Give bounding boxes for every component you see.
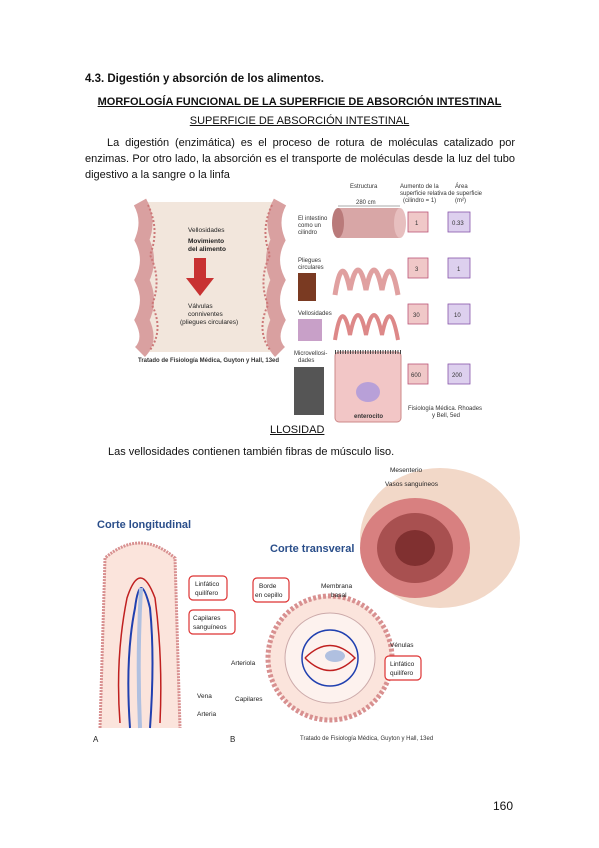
row1-label-2: como un bbox=[298, 223, 321, 229]
increase-value-4: 600 bbox=[411, 373, 422, 379]
label-vena: Vena bbox=[197, 693, 212, 700]
figure-absorption-surface: Vellosidades Movimiento del alimento Vál… bbox=[133, 183, 483, 423]
label-borde-1: Borde bbox=[259, 583, 277, 590]
intestine-section-illustration bbox=[133, 198, 287, 357]
label-linfatico-t-1: Linfático bbox=[390, 661, 415, 668]
label-linfatico-2: quilífero bbox=[195, 590, 219, 597]
food-movement-arrow-icon bbox=[186, 278, 214, 296]
transverse-villus-illustration bbox=[265, 593, 395, 723]
longitudinal-villus-illustration bbox=[98, 541, 182, 729]
label-linfatico-1: Linfático bbox=[195, 581, 220, 588]
label-membrana-2: basal bbox=[331, 592, 347, 599]
header-aumento-2: superficie relativa bbox=[400, 191, 447, 197]
label-capilares: Capilares bbox=[235, 696, 263, 703]
label-valvulas-1: Válvulas bbox=[188, 303, 213, 310]
figure1-credit-1: Fisiología Médica. Rhoades bbox=[408, 406, 482, 412]
label-movimiento-2: del alimento bbox=[188, 246, 226, 253]
row1-label-3: cilindro bbox=[298, 230, 318, 236]
header-estructura: Estructura bbox=[350, 184, 378, 190]
figure1-credit-2: y Bell, 5ed bbox=[432, 413, 460, 419]
food-movement-arrow-shaft bbox=[194, 258, 206, 280]
area-value-3: 10 bbox=[454, 313, 461, 319]
intestine-3d-illustration bbox=[360, 468, 520, 608]
figure1-left-credit: Tratado de Fisiología Médica, Guyton y H… bbox=[138, 358, 279, 364]
label-borde-2: en cepillo bbox=[255, 592, 283, 599]
label-b: B bbox=[230, 735, 235, 744]
label-valvulas-3: (pliegues circulares) bbox=[180, 319, 238, 326]
page-number: 160 bbox=[492, 799, 513, 813]
row1-label-1: El intestino bbox=[298, 216, 328, 222]
cylinder-dimension: 280 cm bbox=[356, 200, 376, 206]
row3-label-1: Vellosidades bbox=[298, 311, 332, 317]
label-arteria: Arteria bbox=[197, 711, 217, 718]
label-venulas: Vénulas bbox=[390, 642, 414, 649]
area-value-1: 0.33 bbox=[452, 221, 464, 227]
increase-value-1: 1 bbox=[415, 221, 419, 227]
fold-photo bbox=[298, 273, 316, 301]
microvilli-photo bbox=[294, 367, 324, 415]
villi-illustration bbox=[333, 313, 400, 341]
increase-value-2: 3 bbox=[415, 267, 419, 273]
page-title: MORFOLOGÍA FUNCIONAL DE LA SUPERFICIE DE… bbox=[97, 96, 502, 108]
area-box-3 bbox=[447, 303, 471, 325]
intro-paragraph: La digestión (enzimática) es el proceso … bbox=[85, 135, 515, 183]
label-vellosidades: Vellosidades bbox=[188, 227, 225, 234]
increase-value-3: 30 bbox=[413, 313, 420, 319]
label-capilares-sang-1: Capilares bbox=[193, 615, 221, 622]
figure2-credit: Tratado de Fisiología Médica, Guyton y H… bbox=[300, 736, 433, 742]
header-area-1: Área bbox=[455, 183, 468, 190]
label-arteriola: Arteriola bbox=[231, 660, 256, 667]
label-membrana-1: Membrana bbox=[321, 583, 352, 590]
label-valvulas-2: conniventes bbox=[188, 311, 223, 318]
area-box-2 bbox=[447, 257, 471, 279]
circular-folds-illustration bbox=[332, 267, 401, 296]
area-value-4: 200 bbox=[452, 373, 463, 379]
figure-villus-anatomy: Mesenterio Vasos sanguíneos Corte longit… bbox=[93, 467, 520, 744]
row4-label-1: Microvellosi- bbox=[294, 351, 327, 357]
enterocyte-nucleus bbox=[356, 382, 380, 402]
row4-label-2: dades bbox=[298, 358, 314, 364]
section-heading: 4.3. Digestión y absorción de los alimen… bbox=[85, 73, 325, 85]
row2-label-2: circulares bbox=[298, 265, 324, 271]
area-value-2: 1 bbox=[457, 267, 461, 273]
label-vasos: Vasos sanguíneos bbox=[385, 481, 439, 488]
label-a: A bbox=[93, 735, 99, 744]
increase-box-3 bbox=[407, 303, 429, 325]
area-box-1 bbox=[447, 211, 471, 233]
label-linfatico-t-2: quilífero bbox=[390, 670, 414, 677]
intro-text: La digestión (enzimática) es el proceso … bbox=[85, 137, 515, 181]
label-corte-longitudinal: Corte longitudinal bbox=[97, 519, 191, 531]
header-aumento-1: Aumento de la bbox=[400, 184, 439, 190]
area-box-4 bbox=[447, 363, 471, 385]
header-aumento-3: (cilindro = 1) bbox=[403, 198, 436, 204]
page-subtitle: SUPERFICIE DE ABSORCIÓN INTESTINAL bbox=[189, 115, 410, 127]
row2-label-1: Pliegues bbox=[298, 258, 321, 264]
label-mesenterio: Mesenterio bbox=[390, 467, 423, 474]
label-movimiento-1: Movimiento bbox=[188, 238, 224, 245]
increase-box-4 bbox=[407, 363, 429, 385]
cylinder-illustration bbox=[332, 205, 406, 238]
label-capilares-sang-2: sanguíneos bbox=[193, 624, 227, 631]
increase-box-2 bbox=[407, 257, 429, 279]
enterocito-label: enterocito bbox=[354, 414, 383, 420]
villus-heading: LLOSIDAD bbox=[270, 424, 325, 436]
header-area-3: (m²) bbox=[455, 198, 466, 204]
villus-text: Las vellosidades contienen también fibra… bbox=[108, 446, 395, 458]
villi-photo bbox=[298, 319, 322, 341]
label-corte-transversal: Corte transveral bbox=[270, 543, 354, 555]
header-area-2: de superficie bbox=[448, 191, 483, 197]
increase-box-1 bbox=[407, 211, 429, 233]
